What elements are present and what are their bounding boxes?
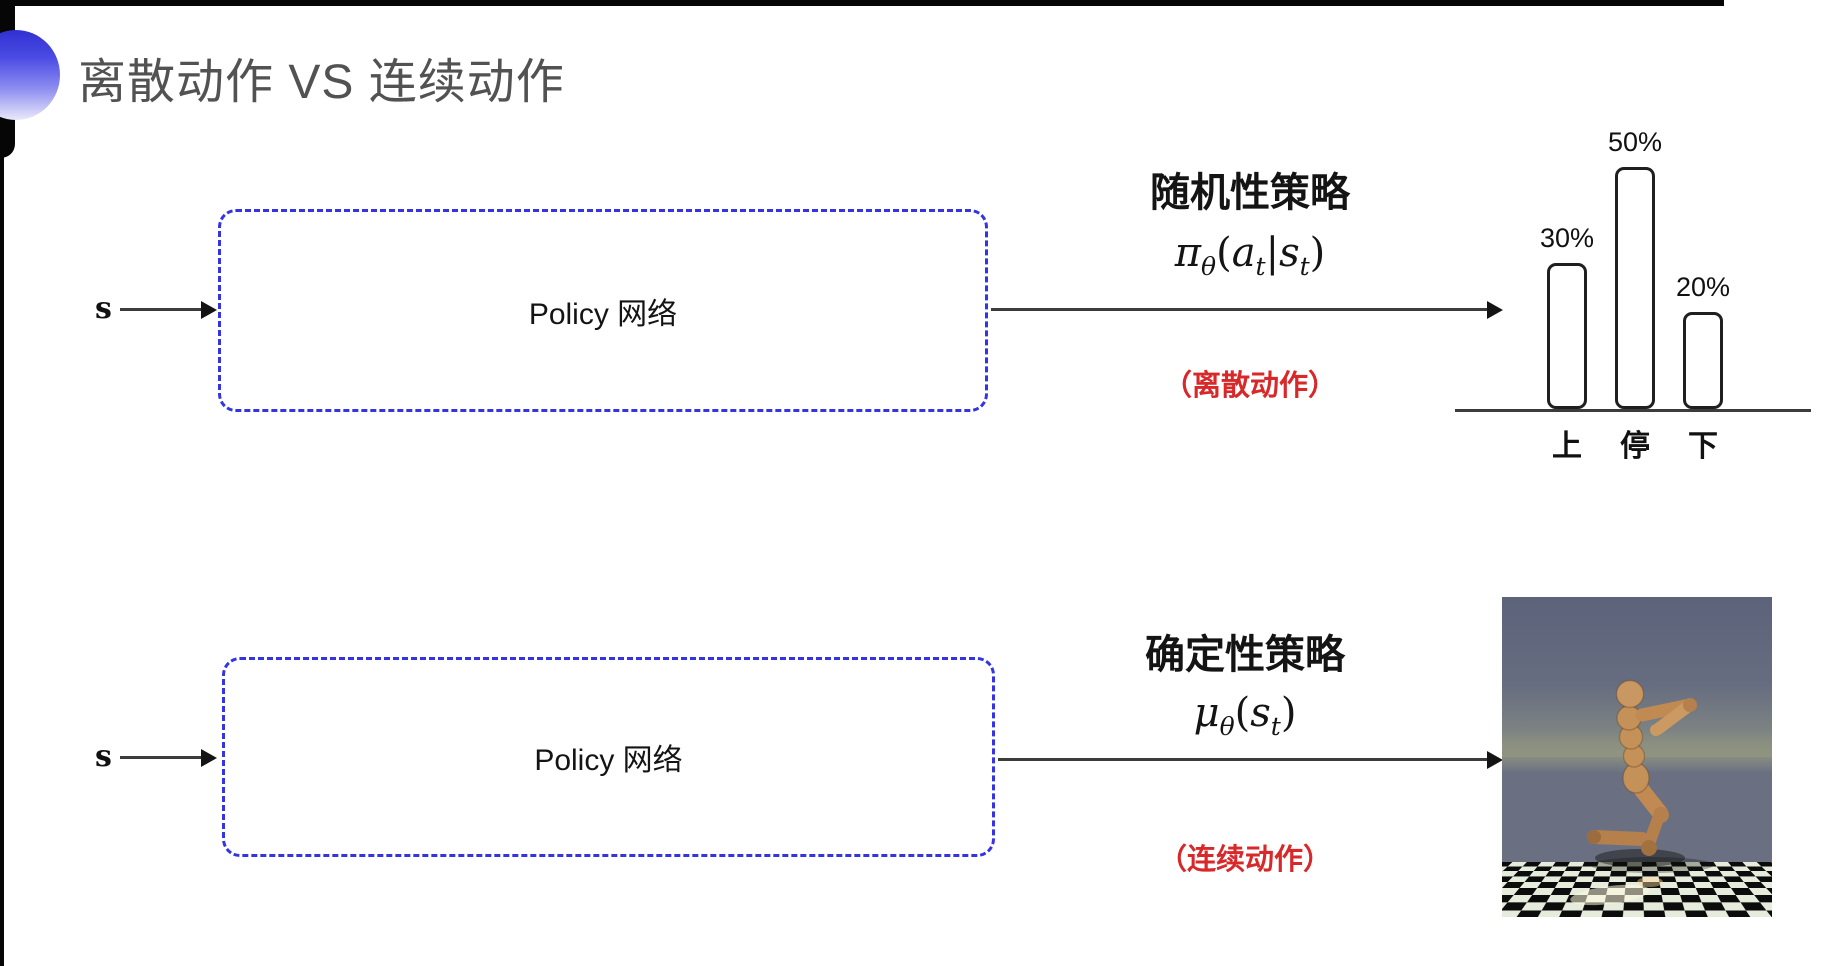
title-bullet-icon bbox=[0, 30, 60, 120]
formula-symbol: s bbox=[1279, 230, 1300, 276]
formula-subscript: t bbox=[1255, 252, 1266, 281]
state-input-label-bottom: s bbox=[95, 739, 112, 774]
deterministic-policy-formula: μθ(st) bbox=[1045, 690, 1445, 741]
formula-paren: ( bbox=[1216, 230, 1232, 276]
arrowhead-icon bbox=[201, 748, 217, 767]
continuous-action-label: （连续动作） bbox=[1157, 844, 1332, 876]
probability-bar-group: 30% bbox=[1540, 223, 1594, 409]
formula-subscript: t bbox=[1270, 712, 1281, 741]
probability-bar-group: 50% bbox=[1608, 127, 1662, 409]
chart-category-labels: 上停下 bbox=[1547, 421, 1723, 465]
formula-symbol: a bbox=[1231, 230, 1256, 276]
formula-subscript: t bbox=[1299, 252, 1310, 281]
state-input-label-top: s bbox=[95, 291, 112, 326]
page-title: 离散动作 VS 连续动作 bbox=[78, 56, 565, 109]
output-arrow-bottom bbox=[998, 750, 1503, 769]
formula-subscript: θ bbox=[1201, 252, 1217, 281]
stochastic-policy-heading: 随机性策略 bbox=[1150, 171, 1350, 215]
chart-baseline bbox=[1455, 409, 1811, 412]
policy-network-box-top: Policy 网络 bbox=[218, 209, 988, 412]
policy-network-label-bottom: Policy 网络 bbox=[534, 744, 683, 777]
formula-symbol: s bbox=[1250, 690, 1271, 736]
formula-paren: ) bbox=[1309, 230, 1326, 276]
probability-bar bbox=[1683, 312, 1723, 409]
action-category-label: 停 bbox=[1620, 430, 1650, 463]
probability-bar-group: 20% bbox=[1676, 272, 1730, 409]
output-arrow-top bbox=[991, 300, 1503, 319]
policy-network-label-top: Policy 网络 bbox=[528, 297, 678, 331]
arrowhead-icon bbox=[201, 300, 217, 319]
frame-top-edge bbox=[0, 0, 1724, 6]
discrete-action-label: （离散动作） bbox=[1162, 370, 1337, 402]
formula-subscript: θ bbox=[1219, 712, 1235, 741]
frame-left-edge bbox=[0, 0, 4, 966]
bar-value-label: 30% bbox=[1539, 223, 1595, 253]
probability-bar bbox=[1615, 167, 1655, 409]
bar-value-label: 50% bbox=[1607, 127, 1663, 157]
input-arrow-top bbox=[120, 300, 217, 319]
humanoid-robot-figure bbox=[1570, 679, 1714, 906]
formula-paren: ( bbox=[1234, 690, 1251, 736]
humanoid-simulation-image bbox=[1502, 597, 1772, 917]
action-probability-chart: 30% 50% 20% bbox=[1540, 127, 1730, 409]
formula-symbol: μ bbox=[1193, 690, 1220, 736]
arrowhead-icon bbox=[1487, 750, 1503, 769]
policy-network-box-bottom: Policy 网络 bbox=[222, 657, 995, 857]
formula-symbol: π bbox=[1174, 230, 1202, 276]
formula-bar: | bbox=[1265, 230, 1280, 276]
action-category-label: 上 bbox=[1552, 430, 1582, 463]
arrowhead-icon bbox=[1487, 300, 1503, 319]
formula-paren: ) bbox=[1280, 690, 1297, 736]
action-category-label: 下 bbox=[1688, 430, 1718, 463]
input-arrow-bottom bbox=[120, 748, 217, 767]
deterministic-policy-heading: 确定性策略 bbox=[1145, 633, 1345, 677]
probability-bar bbox=[1547, 263, 1587, 409]
stochastic-policy-formula: πθ(at|st) bbox=[1050, 230, 1450, 281]
bar-value-label: 20% bbox=[1675, 272, 1731, 302]
